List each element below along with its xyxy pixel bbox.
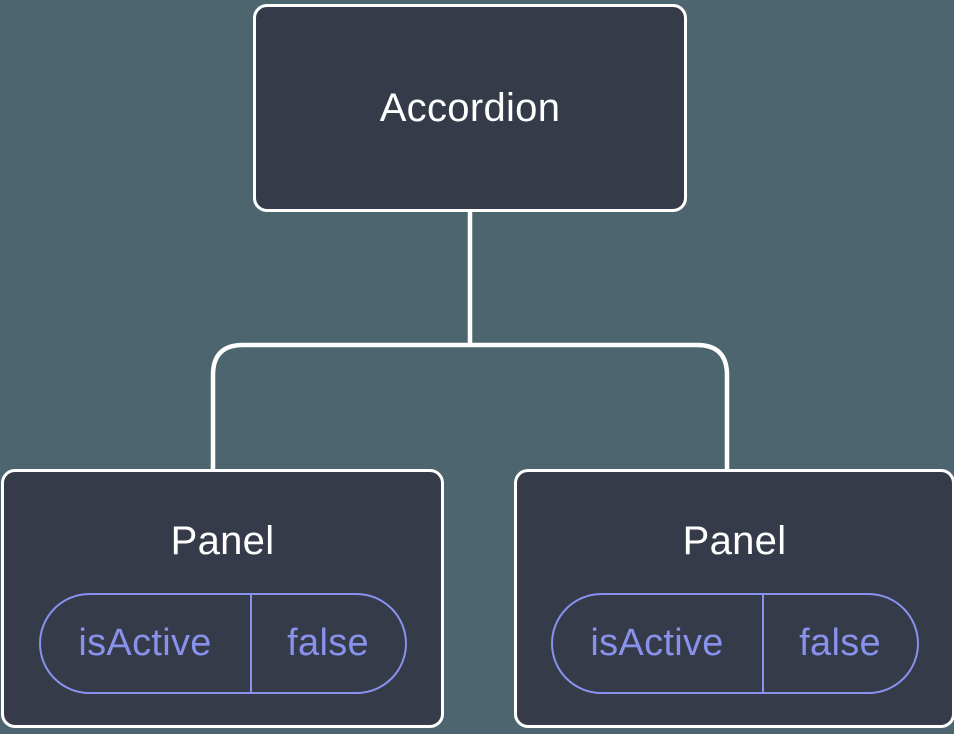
state-value: false [799, 622, 881, 664]
node-accordion: Accordion [253, 4, 687, 212]
state-key: isActive [553, 595, 764, 692]
state-pill: isActive false [38, 593, 407, 694]
state-value: false [287, 622, 369, 664]
node-accordion-label: Accordion [379, 86, 561, 130]
state-pill: isActive false [550, 593, 919, 694]
node-panel-left: Panel isActive false [1, 469, 444, 728]
node-panel-right: Panel isActive false [514, 469, 954, 728]
connector-branch-bracket [210, 342, 730, 472]
node-panel-right-label: Panel [682, 519, 787, 563]
node-panel-left-label: Panel [170, 519, 275, 563]
state-key: isActive [41, 595, 252, 692]
